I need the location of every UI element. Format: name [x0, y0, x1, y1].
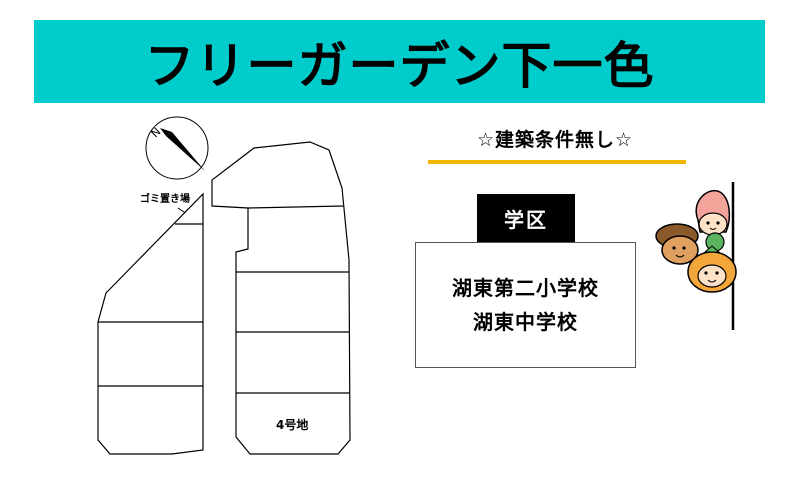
page-title: フリーガーデン下一色: [144, 36, 655, 95]
compass-icon: N: [145, 116, 209, 180]
mascot-characters-icon: [655, 182, 737, 330]
junior-high-school: 湖東中学校: [473, 310, 578, 334]
title-banner: フリーガーデン下一色: [34, 20, 765, 103]
lot-4-label: 4号地: [276, 417, 308, 432]
garbage-area-label: ゴミ置き場: [140, 192, 190, 205]
left-block: [97, 192, 204, 455]
right-block: [211, 141, 351, 455]
conditions-underline: [428, 160, 686, 164]
elementary-school: 湖東第二小学校: [452, 276, 599, 300]
school-district-tag: 学区: [477, 194, 575, 242]
school-district-box: 湖東第二小学校 湖東中学校: [415, 242, 636, 368]
building-conditions-text: ☆建築条件無し☆: [476, 129, 634, 151]
